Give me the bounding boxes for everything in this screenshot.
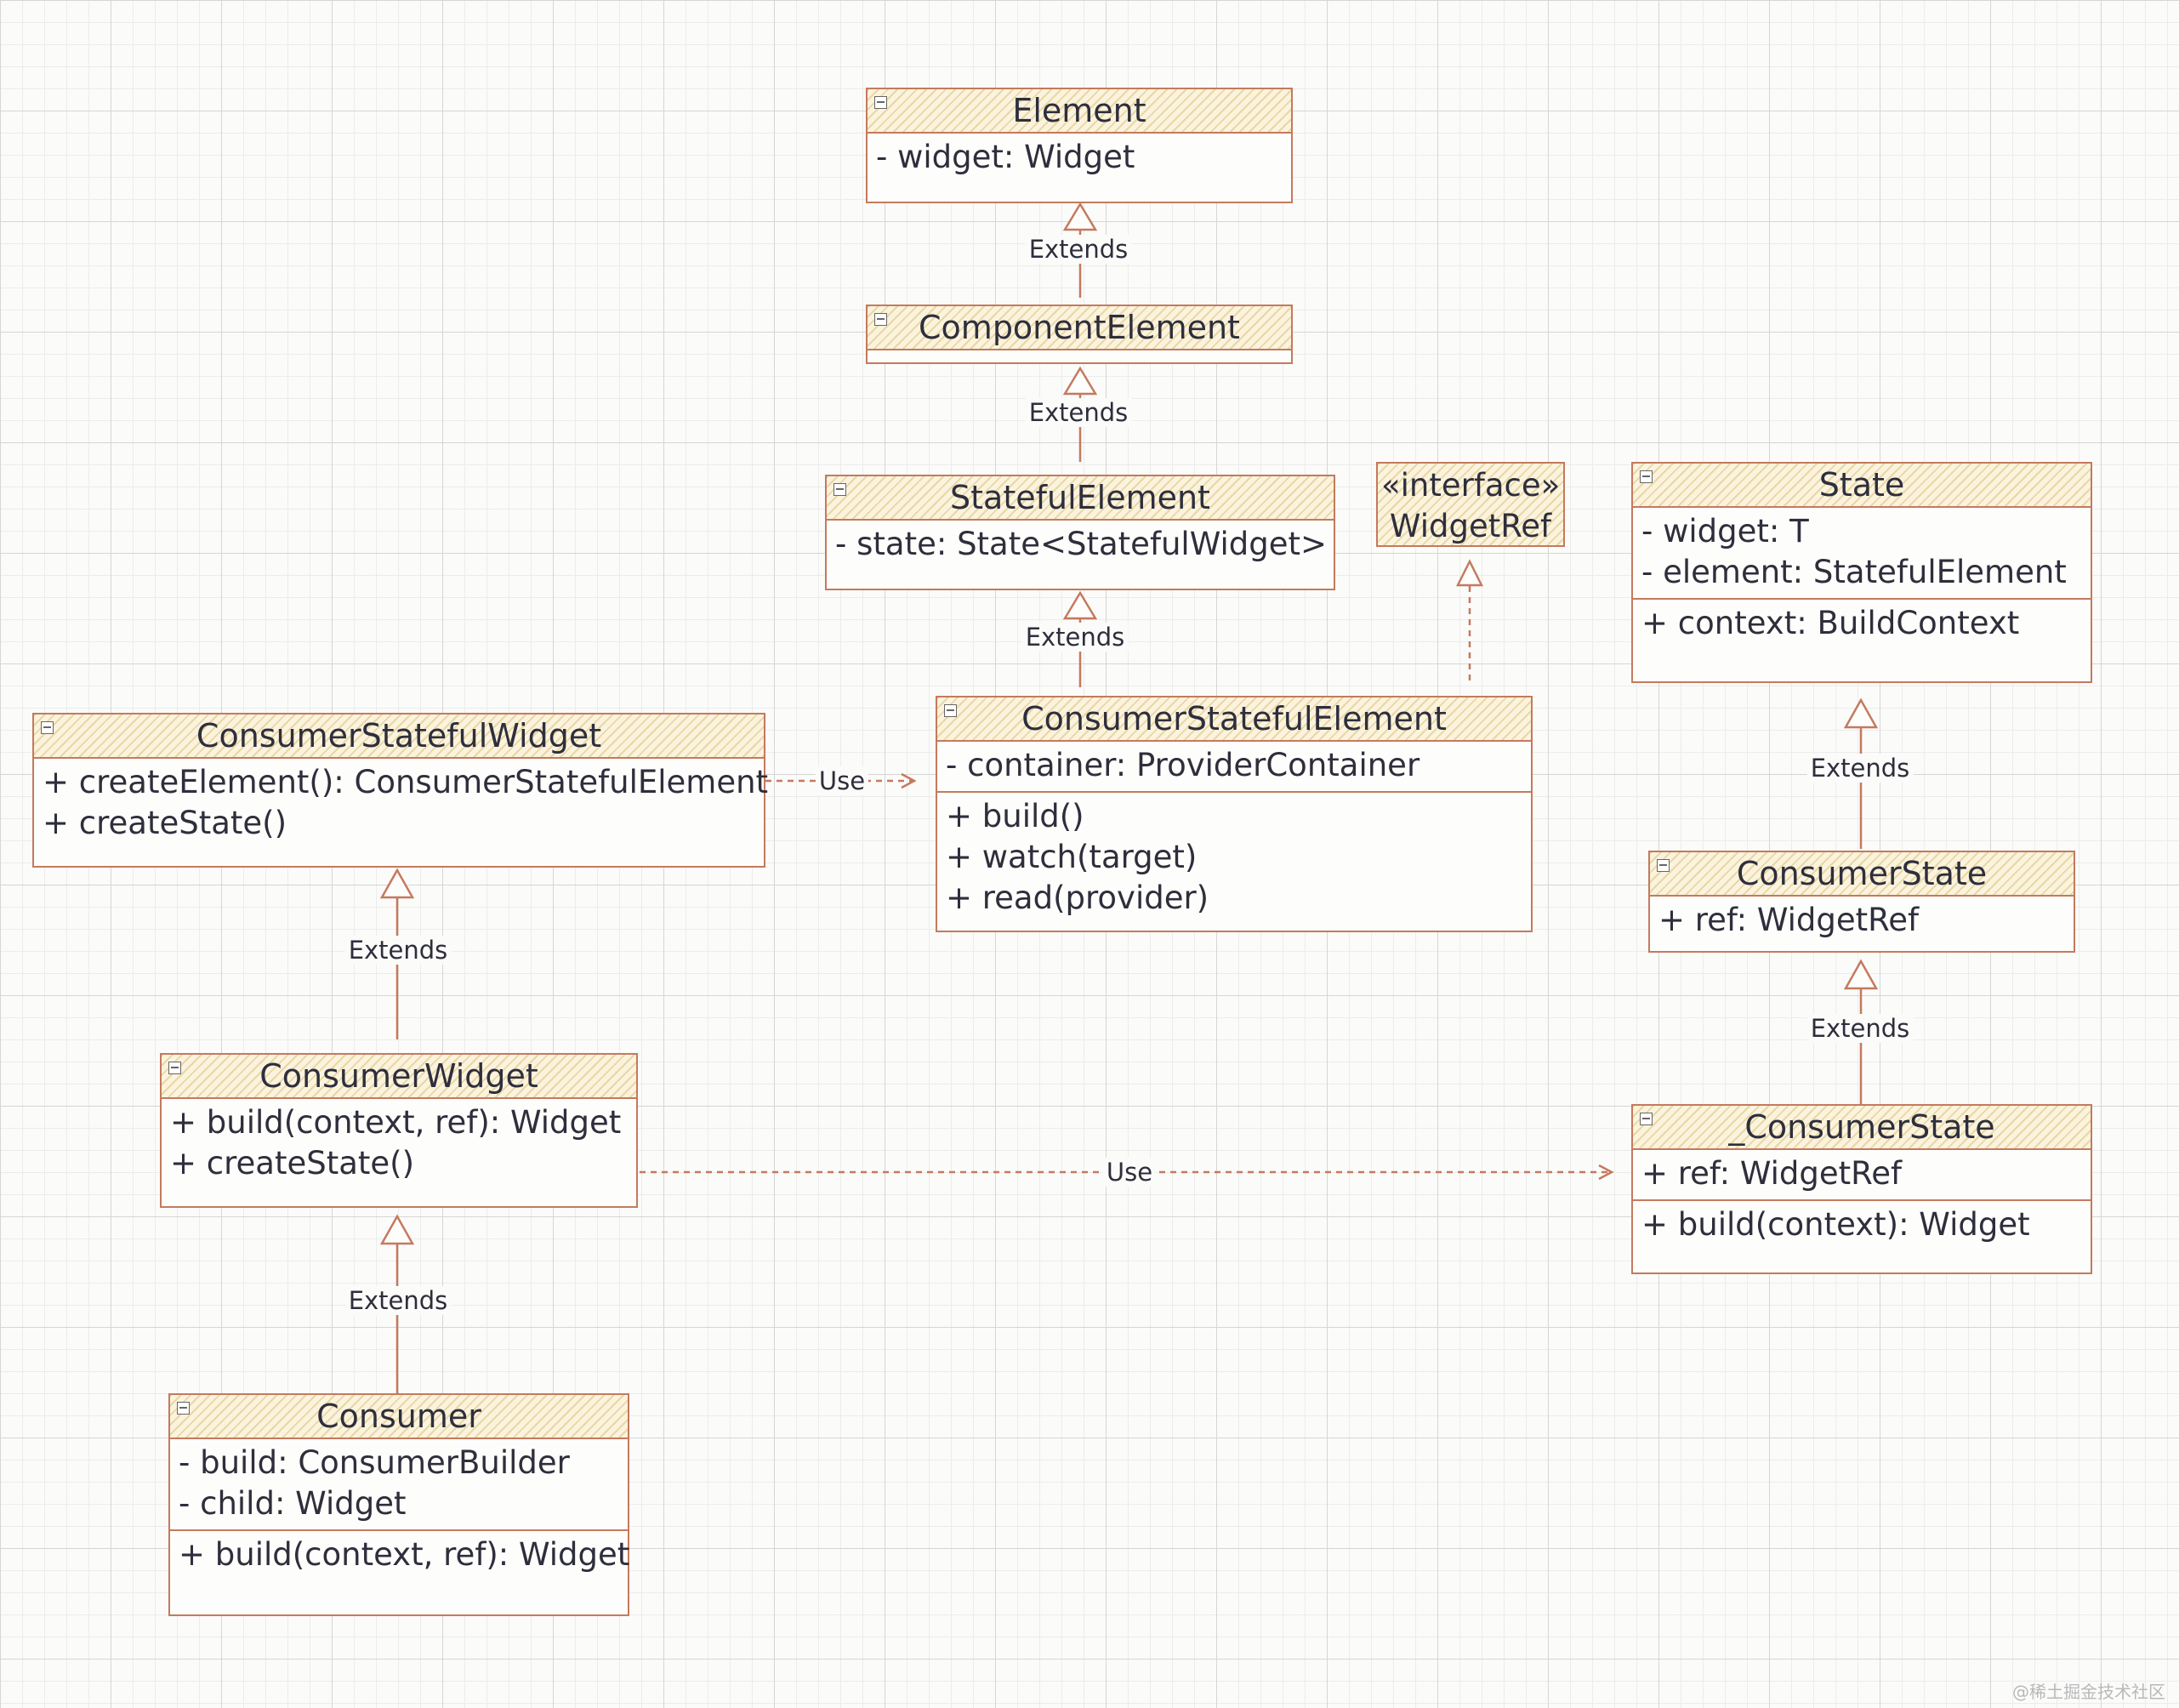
attribute: + createState(): [43, 805, 287, 841]
attribute: + ref: WidgetRef: [1658, 902, 1919, 938]
class-name: StatefulElement: [950, 479, 1210, 516]
attribute: - widget: T: [1641, 513, 1809, 549]
collapse-box-icon[interactable]: [1640, 1113, 1653, 1125]
attribute: - build: ConsumerBuilder: [179, 1444, 570, 1481]
inherit-arrowhead: [1455, 559, 1484, 587]
attribute: - container: ProviderContainer: [946, 747, 1420, 783]
inherit-arrowhead: [1062, 202, 1098, 231]
collapse-box-icon[interactable]: [944, 704, 957, 717]
extends-label: Extends: [1021, 623, 1129, 652]
method: + watch(target): [946, 839, 1198, 875]
attribute: + build(context, ref): Widget: [170, 1104, 622, 1141]
inherit-arrowhead: [1062, 366, 1098, 396]
collapse-box-icon[interactable]: [833, 483, 846, 496]
class-consumer-stateful-widget[interactable]: ConsumerStatefulWidget + createElement()…: [32, 713, 769, 868]
inherit-arrowhead: [379, 1214, 415, 1245]
stereotype-label: «interface»: [1381, 467, 1561, 504]
attribute: + ref: WidgetRef: [1641, 1155, 1902, 1192]
use-label: Use: [815, 766, 869, 795]
inherit-arrowhead: [1843, 697, 1879, 729]
class-name: _ConsumerState: [1728, 1108, 1995, 1146]
attribute: - widget: Widget: [876, 139, 1135, 175]
method: + context: BuildContext: [1641, 605, 2020, 641]
class-state[interactable]: State - widget: T - element: StatefulEle…: [1631, 462, 2092, 683]
attribute: - child: Widget: [179, 1485, 407, 1522]
collapse-box-icon[interactable]: [874, 313, 887, 326]
collapse-box-icon[interactable]: [177, 1402, 190, 1415]
extends-label: Extends: [1025, 398, 1132, 427]
class-name: ComponentElement: [919, 309, 1240, 346]
collapse-box-icon[interactable]: [168, 1062, 181, 1074]
collapse-box-icon[interactable]: [1640, 470, 1653, 483]
watermark: @稀土掘金技术社区: [2012, 1682, 2165, 1702]
attribute: + createState(): [170, 1145, 415, 1181]
inherit-arrowhead: [379, 868, 415, 899]
class-consumer-state[interactable]: ConsumerState + ref: WidgetRef: [1648, 851, 2075, 953]
method: + build(context, ref): Widget: [179, 1536, 630, 1573]
class-name: ConsumerState: [1736, 855, 1988, 892]
attribute: - state: State<StatefulWidget>: [835, 526, 1327, 562]
inherit-arrowhead: [1062, 590, 1098, 620]
interface-name: WidgetRef: [1389, 508, 1552, 544]
method: + read(provider): [946, 880, 1209, 916]
method: + build(): [946, 798, 1084, 834]
extends-label: Extends: [1806, 754, 1914, 783]
class-name: Consumer: [316, 1398, 481, 1435]
collapse-box-icon[interactable]: [41, 721, 54, 734]
class-name: Element: [1012, 92, 1146, 129]
class-name: ConsumerStatefulWidget: [196, 717, 602, 754]
extends-label: Extends: [344, 936, 452, 965]
class-element[interactable]: Element - widget: Widget: [866, 88, 1293, 203]
class-consumer[interactable]: Consumer - build: ConsumerBuilder - chil…: [168, 1393, 629, 1616]
class-consumer-stateful-element[interactable]: ConsumerStatefulElement - container: Pro…: [936, 696, 1533, 932]
use-label: Use: [1102, 1158, 1157, 1187]
class-stateful-element[interactable]: StatefulElement - state: State<StatefulW…: [825, 475, 1335, 590]
class-component-element[interactable]: ComponentElement: [866, 305, 1293, 364]
attribute: - element: StatefulElement: [1641, 554, 2067, 590]
class-name: State: [1818, 466, 1905, 504]
extends-label: Extends: [1025, 235, 1132, 264]
extends-label: Extends: [1806, 1014, 1914, 1043]
class-name: ConsumerWidget: [259, 1057, 538, 1095]
collapse-box-icon[interactable]: [874, 96, 887, 109]
extends-label: Extends: [344, 1286, 452, 1315]
method: + build(context): Widget: [1641, 1206, 2030, 1243]
attribute: + createElement(): ConsumerStatefulEleme…: [43, 764, 769, 800]
class-name: ConsumerStatefulElement: [1021, 700, 1447, 737]
inherit-arrowhead: [1843, 959, 1879, 990]
interface-widget-ref[interactable]: «interface» WidgetRef: [1376, 462, 1565, 547]
class-private-consumer-state[interactable]: _ConsumerState + ref: WidgetRef + build(…: [1631, 1104, 2092, 1274]
class-consumer-widget[interactable]: ConsumerWidget + build(context, ref): Wi…: [160, 1053, 638, 1208]
collapse-box-icon[interactable]: [1657, 859, 1670, 872]
